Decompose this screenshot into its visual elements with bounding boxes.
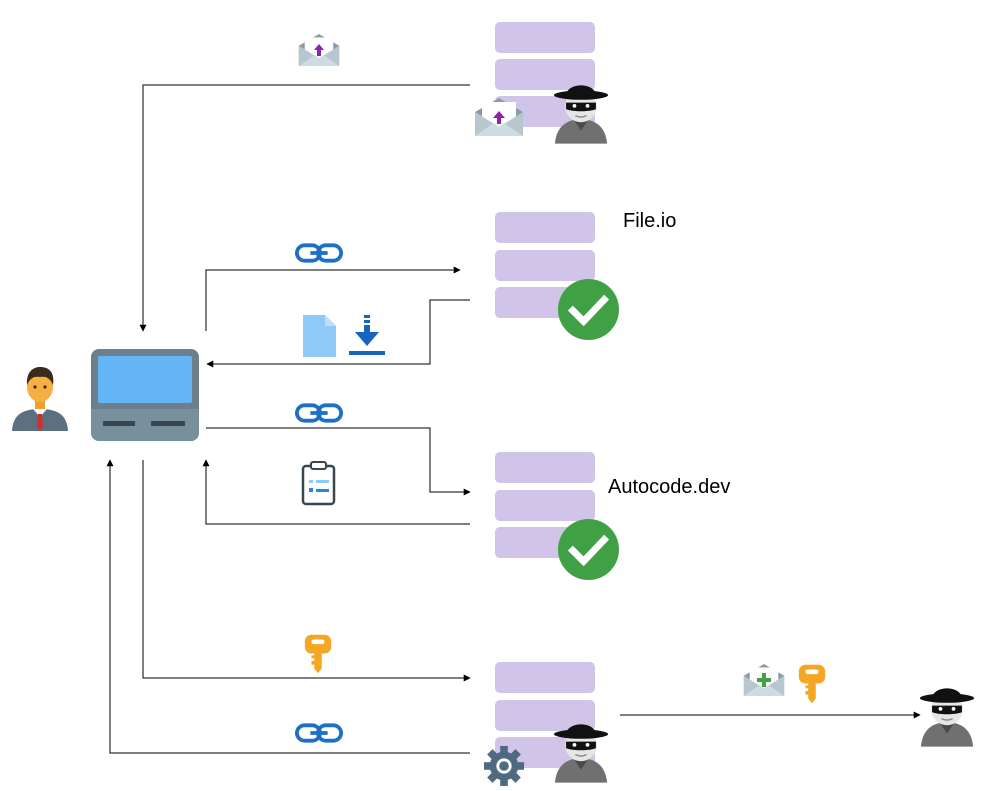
businessman-icon xyxy=(12,367,68,431)
server-block xyxy=(495,662,595,693)
autocode-server: Autocode.dev xyxy=(495,452,730,580)
server-block xyxy=(495,212,595,243)
connectors xyxy=(106,84,921,754)
server-label-autocode: Autocode.dev xyxy=(608,476,730,498)
email-upload-icon xyxy=(298,34,340,66)
server-block xyxy=(495,452,595,483)
check-circle-icon xyxy=(558,519,619,580)
server-block xyxy=(495,700,595,731)
server-block xyxy=(495,22,595,53)
server-label-fileio: File.io xyxy=(623,210,676,232)
arrow-computer-to-fileio xyxy=(205,266,461,331)
arrow-autocode-to-computer xyxy=(202,459,470,525)
gear-icon xyxy=(483,745,525,787)
arrow-computer-to-autocode xyxy=(206,427,471,496)
server-block xyxy=(495,490,595,521)
link-chain-icon xyxy=(295,243,343,263)
key-icon xyxy=(304,634,332,674)
arrow-attacker-top-to-computer xyxy=(139,84,470,332)
email-upload-icon xyxy=(475,98,523,136)
link-chain-icon xyxy=(295,403,343,423)
arrow-fileio-to-computer xyxy=(206,299,470,368)
email-add-icon xyxy=(743,664,785,696)
check-circle-icon xyxy=(558,279,619,340)
key-icon xyxy=(798,664,826,704)
attacker-server-bottom xyxy=(483,662,609,787)
server-block xyxy=(495,59,595,90)
arrow-computer-to-attacker-bottom xyxy=(142,460,471,682)
file-icon xyxy=(303,315,336,357)
computer-terminal-icon xyxy=(91,349,199,441)
attacker-server-top xyxy=(475,22,609,145)
clipboard-icon xyxy=(301,461,336,506)
server-block xyxy=(495,250,595,281)
spy-hacker-icon xyxy=(919,687,975,748)
arrow-attacker-bottom-to-computer xyxy=(106,459,470,754)
download-icon xyxy=(349,315,385,355)
link-chain-icon xyxy=(295,723,343,743)
fileio-server: File.io xyxy=(495,210,676,340)
